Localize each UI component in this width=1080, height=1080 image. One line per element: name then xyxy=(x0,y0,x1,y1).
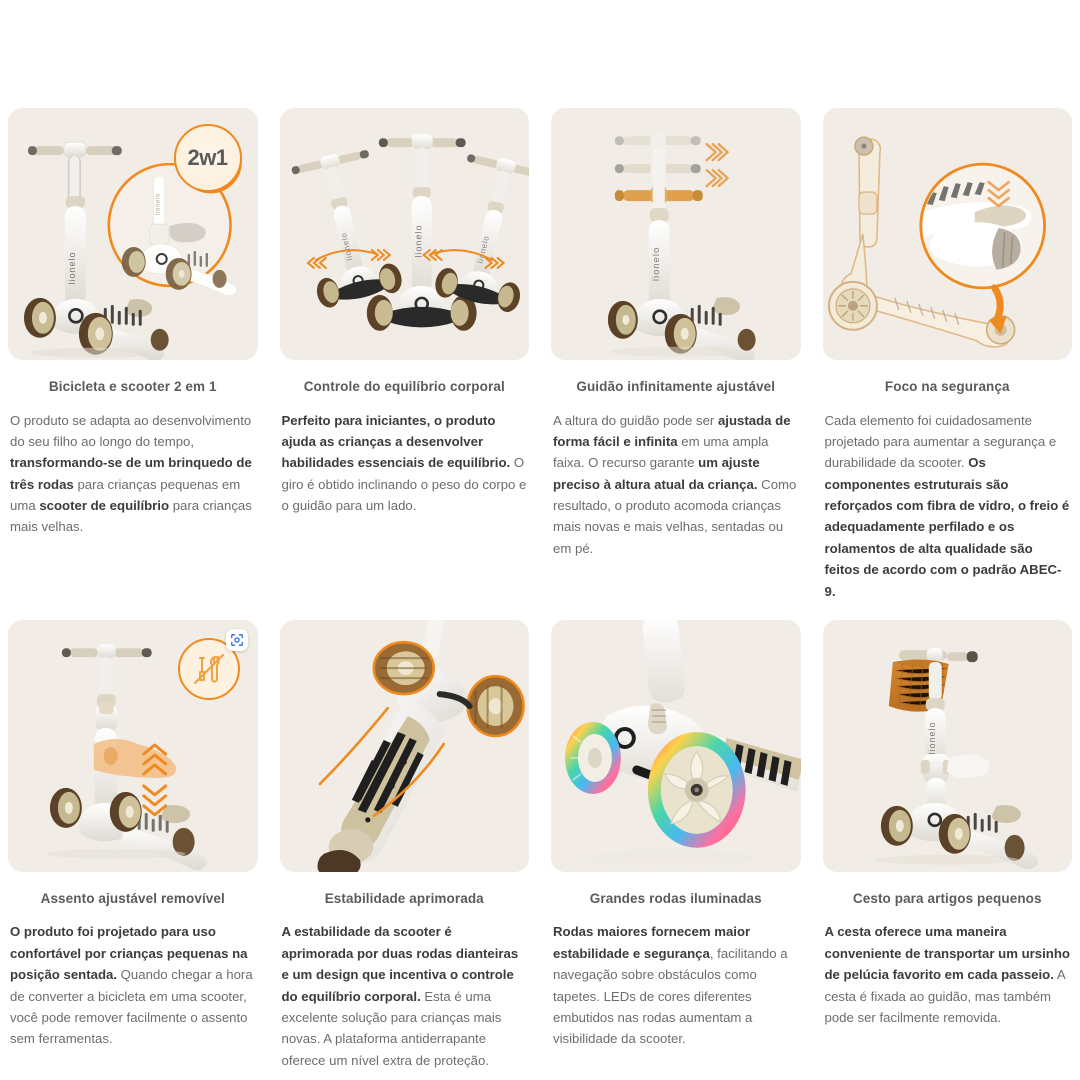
feature-title: Bicicleta e scooter 2 em 1 xyxy=(48,379,217,394)
feature-card-estabilidade-aprimorada: Estabilidade aprimorada A estabilidade d… xyxy=(279,619,529,1071)
svg-text:lionelo: lionelo xyxy=(156,193,162,215)
feature-description: Cada elemento foi cuidadosamente projeta… xyxy=(824,412,1070,599)
feature-card-foco-na-seguranca: Foco na segurança Cada elemento foi cuid… xyxy=(822,108,1072,602)
feature-description: A cesta oferece uma maneira conveniente … xyxy=(824,924,1070,1025)
feature-card-guidao-infinitamente-ajustavel: lionelo xyxy=(551,108,801,602)
feature-image-tile[interactable]: lionelo xyxy=(551,108,801,360)
feature-image-tile[interactable] xyxy=(551,619,801,872)
feature-title: Foco na segurança xyxy=(884,379,1010,394)
feature-description: Rodas maiores fornecem maior estabilidad… xyxy=(553,924,788,1047)
scooter-with-2in1-badge-image: lionelo xyxy=(23,130,242,360)
feature-image-tile[interactable] xyxy=(8,619,258,872)
feature-description: Perfeito para iniciantes, o produto ajud… xyxy=(281,412,527,514)
scan-focus-button[interactable] xyxy=(225,628,248,651)
feature-title: Cesto para artigos pequenos xyxy=(852,890,1042,906)
feature-card-bicicleta-e-scooter-2-em-1: lionelo xyxy=(8,108,258,602)
scooter-with-adjustable-seat-image xyxy=(45,644,207,871)
feature-title: Guidão infinitamente ajustável xyxy=(576,379,776,394)
feature-image-tile[interactable]: lionelo xyxy=(822,619,1072,872)
feature-image-tile[interactable]: lionelo xyxy=(8,108,258,360)
feature-title: Grandes rodas iluminadas xyxy=(589,890,762,906)
feature-card-grandes-rodas-iluminadas: Grandes rodas iluminadas Rodas maiores f… xyxy=(551,619,801,1071)
feature-card-controle-do-equilibrio-corporal: lionelo xyxy=(279,108,529,602)
scooter-deck-top-view-image xyxy=(317,619,525,872)
badge-2w1-label: 2w1 xyxy=(173,124,242,192)
feature-description: A altura do guidão pode ser ajustada de … xyxy=(553,412,797,556)
svg-text:lionelo: lionelo xyxy=(67,251,77,284)
scooter-with-wicker-basket-image: lionelo xyxy=(874,648,1038,870)
feature-title: Assento ajustável removível xyxy=(40,890,225,906)
svg-text:lionelo: lionelo xyxy=(651,247,662,281)
feature-image-tile[interactable] xyxy=(822,108,1072,360)
feature-card-cesto-para-artigos-pequenos: lionelo xyxy=(822,619,1072,1071)
scooter-side-view-with-brake-magnifier-image xyxy=(827,136,1046,348)
svg-text:lionelo: lionelo xyxy=(413,225,423,258)
three-leaning-scooters-image: lionelo xyxy=(291,134,529,331)
feature-title: Controle do equilíbrio corporal xyxy=(303,379,505,394)
feature-description: A estabilidade da scooter é aprimorada p… xyxy=(281,924,519,1068)
led-illuminated-wheels-image xyxy=(564,619,801,866)
no-tools-icon xyxy=(193,653,224,685)
adjustable-handlebar-heights-image: lionelo xyxy=(607,133,756,360)
feature-title: Estabilidade aprimorada xyxy=(324,890,484,906)
svg-text:lionelo: lionelo xyxy=(926,721,936,754)
feature-description: O produto se adapta ao desenvolvimento d… xyxy=(10,412,252,535)
feature-card-assento-ajustavel-removivel: Assento ajustável removível O produto fo… xyxy=(8,619,258,1071)
feature-image-tile[interactable]: lionelo xyxy=(279,108,529,360)
scan-focus-icon xyxy=(230,633,243,646)
feature-image-tile[interactable] xyxy=(279,619,529,872)
feature-description: O produto foi projetado para uso confort… xyxy=(10,924,253,1047)
